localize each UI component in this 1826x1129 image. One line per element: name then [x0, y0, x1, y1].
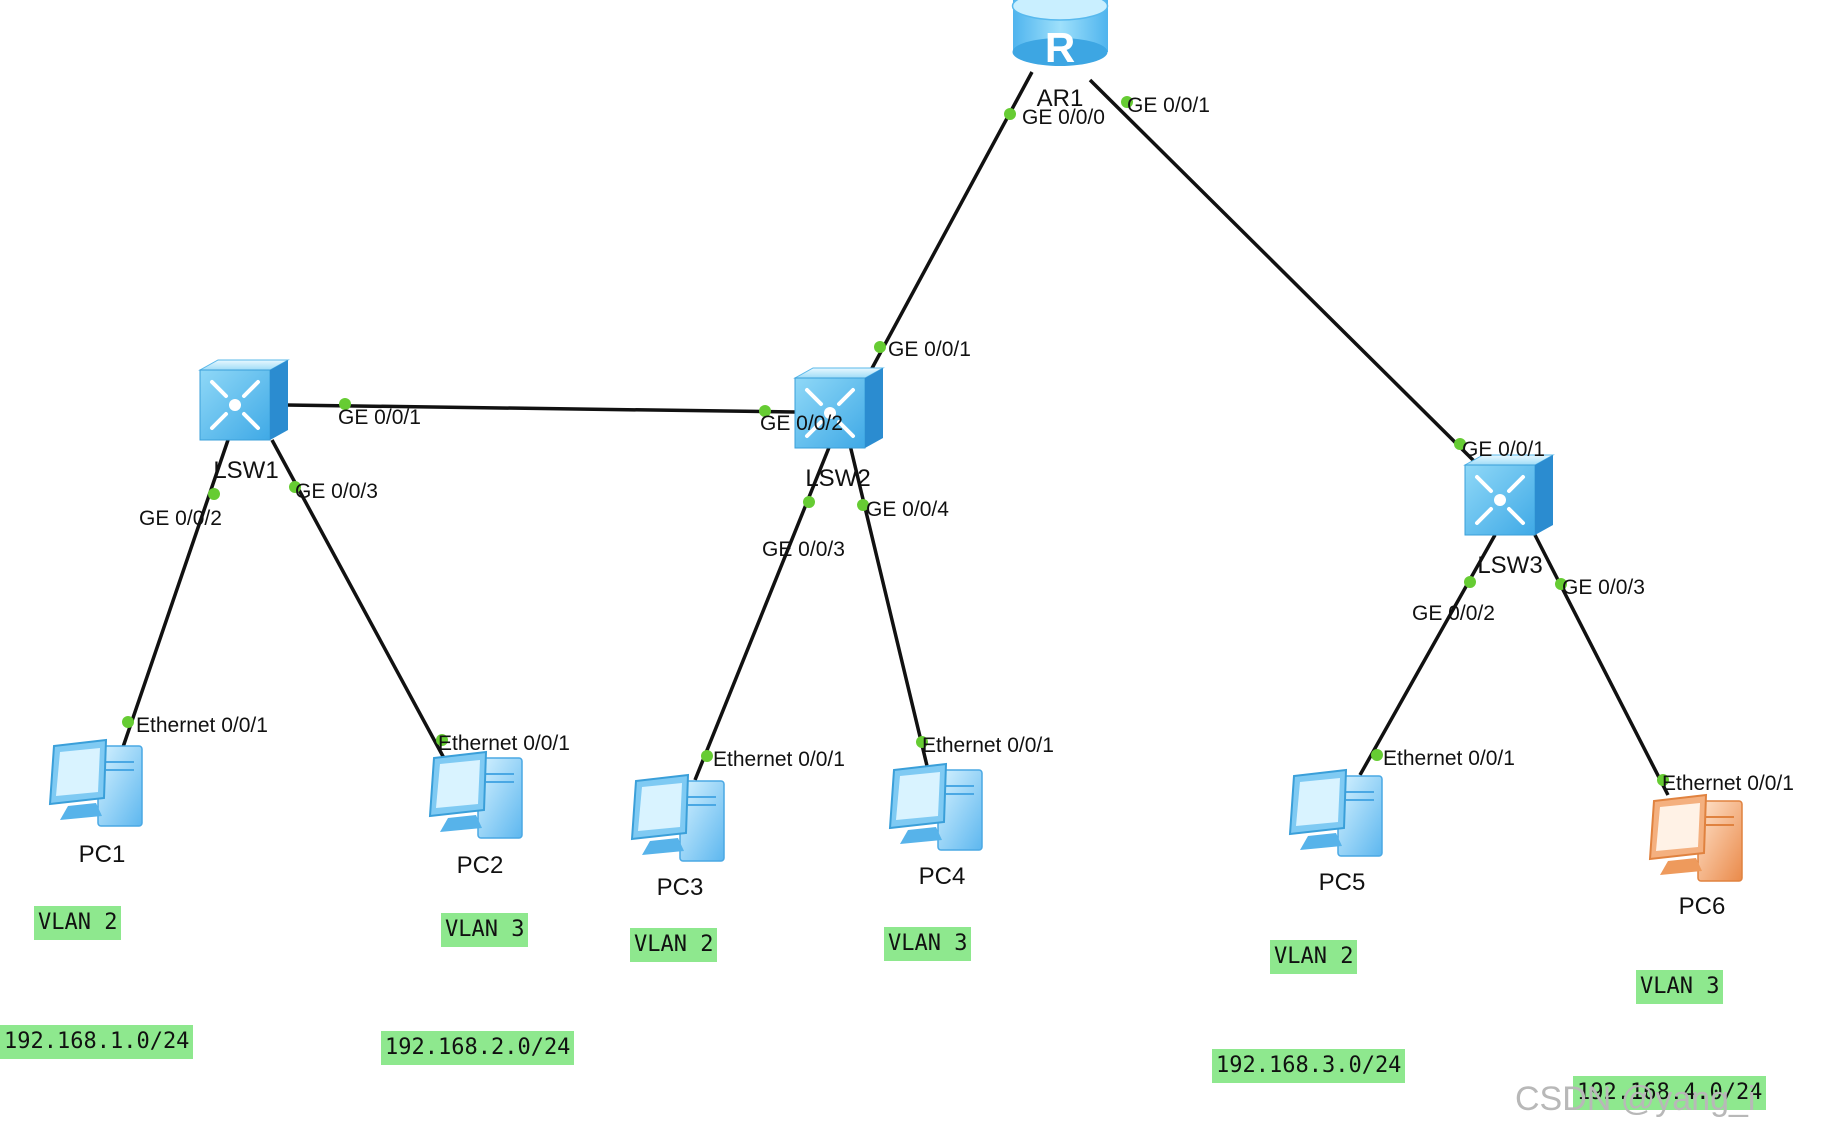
switch-icon — [198, 359, 290, 441]
port-label-lsw2-ge003: GE 0/0/3 — [762, 538, 845, 561]
port-label-lsw3-ge003: GE 0/0/3 — [1562, 576, 1645, 599]
switch-icon — [1463, 454, 1555, 536]
vlan-tag-pc6: VLAN 3 — [1636, 970, 1724, 1004]
port-dot-pc3-eth[interactable] — [701, 750, 713, 762]
switch-icon — [793, 367, 885, 449]
device-label-pc1: PC1 — [79, 841, 126, 868]
subnet-tag-1: 192.168.1.0/24 — [0, 1025, 194, 1059]
port-label-lsw2-ge004: GE 0/0/4 — [866, 498, 949, 521]
port-label-pc4-eth: Ethernet 0/0/1 — [922, 734, 1054, 757]
device-label-pc3: PC3 — [657, 874, 704, 901]
router-glyph: R — [1045, 24, 1075, 71]
router-ar1[interactable]: R AR1 — [1011, 0, 1109, 112]
device-label-pc2: PC2 — [457, 852, 504, 879]
port-dot-lsw2-ge003[interactable] — [803, 496, 815, 508]
watermark-text: CSDN @yang_i — [1515, 1080, 1756, 1118]
device-label-pc6: PC6 — [1679, 893, 1726, 920]
pc-pc1[interactable]: PC1 — [48, 738, 143, 868]
pc-pc6[interactable]: PC6 — [1648, 793, 1743, 920]
port-dot-lsw2-ge001[interactable] — [874, 341, 886, 353]
port-dot-lsw1-ge001[interactable] — [339, 398, 351, 410]
port-label-pc5-eth: Ethernet 0/0/1 — [1383, 747, 1515, 770]
port-label-lsw3-ge001: GE 0/0/1 — [1462, 438, 1545, 461]
link-lsw2-pc4[interactable] — [848, 444, 930, 771]
pc-icon — [48, 738, 143, 827]
port-label-lsw2-ge001: GE 0/0/1 — [888, 338, 971, 361]
switch-lsw2[interactable]: LSW2 — [793, 367, 885, 492]
port-label-pc6-eth: Ethernet 0/0/1 — [1662, 772, 1794, 795]
link-lsw3-pc5[interactable] — [1358, 534, 1497, 776]
link-lsw2-pc3[interactable] — [693, 444, 832, 781]
vlan-tag-pc5: VLAN 2 — [1270, 940, 1358, 974]
device-label-pc5: PC5 — [1319, 869, 1366, 896]
port-dot-ar1-ge001[interactable] — [1121, 96, 1133, 108]
port-dot-lsw3-ge002[interactable] — [1464, 576, 1476, 588]
pc-pc5[interactable]: PC5 — [1288, 768, 1383, 896]
port-dot-pc2-eth[interactable] — [436, 734, 448, 746]
port-dot-lsw1-ge003[interactable] — [289, 481, 301, 493]
device-label-lsw1: LSW1 — [213, 457, 278, 484]
port-dot-pc4-eth[interactable] — [916, 736, 928, 748]
port-label-lsw3-ge002: GE 0/0/2 — [1412, 602, 1495, 625]
port-label-pc2-eth: Ethernet 0/0/1 — [438, 732, 570, 755]
link-lsw1-pc1[interactable] — [120, 439, 230, 751]
device-label-lsw2: LSW2 — [805, 465, 870, 492]
port-label-lsw1-ge003: GE 0/0/3 — [295, 480, 378, 503]
pc-icon — [888, 762, 983, 851]
port-dots — [122, 96, 1669, 786]
switch-lsw3[interactable]: LSW3 — [1463, 454, 1555, 579]
link-lsw3-pc6[interactable] — [1533, 534, 1670, 796]
port-label-ar1-ge000: GE 0/0/0 — [1022, 106, 1105, 129]
subnet-tag-2: 192.168.2.0/24 — [381, 1031, 575, 1065]
port-dot-lsw3-ge001[interactable] — [1454, 438, 1466, 450]
switch-lsw1[interactable]: LSW1 — [198, 359, 290, 484]
subnet-tag-4: 192.168.4.0/24 — [1573, 1076, 1767, 1110]
device-label-ar1: AR1 — [1037, 85, 1084, 112]
link-lsw1-lsw2[interactable] — [285, 403, 796, 414]
port-label-lsw1-ge002: GE 0/0/2 — [139, 507, 222, 530]
vlan-tag-pc2: VLAN 3 — [441, 913, 529, 947]
router-icon: R — [1011, 0, 1109, 71]
port-dot-pc1-eth[interactable] — [122, 716, 134, 728]
port-dot-pc5-eth[interactable] — [1371, 749, 1383, 761]
port-dot-lsw2-ge002[interactable] — [759, 405, 771, 417]
device-label-lsw3: LSW3 — [1477, 552, 1542, 579]
vlan-tag-pc4: VLAN 3 — [884, 927, 972, 961]
port-labels: GE 0/0/0 GE 0/0/1 GE 0/0/1 GE 0/0/1 GE 0… — [136, 94, 1794, 795]
pc-pc4[interactable]: PC4 — [888, 762, 983, 890]
port-label-pc3-eth: Ethernet 0/0/1 — [713, 748, 845, 771]
pc-icon — [428, 750, 523, 839]
port-dot-lsw2-ge004[interactable] — [857, 499, 869, 511]
pc-icon — [630, 773, 725, 862]
port-dot-ar1-ge000[interactable] — [1004, 108, 1016, 120]
pc-pc3[interactable]: PC3 — [630, 773, 725, 901]
link-ar1-lsw3[interactable] — [1088, 78, 1477, 464]
port-label-lsw1-ge001: GE 0/0/1 — [338, 406, 421, 429]
vlan-tag-pc1: VLAN 2 — [34, 906, 122, 940]
pc-icon — [1288, 768, 1383, 857]
device-label-pc4: PC4 — [919, 863, 966, 890]
vlan-tag-pc3: VLAN 2 — [630, 928, 718, 962]
link-ar1-lsw2[interactable] — [868, 71, 1034, 373]
port-label-pc1-eth: Ethernet 0/0/1 — [136, 714, 268, 737]
port-dot-pc6-eth[interactable] — [1657, 774, 1669, 786]
link-lsw1-pc2[interactable] — [270, 439, 447, 761]
pc-pc2[interactable]: PC2 — [428, 750, 523, 879]
links — [120, 71, 1670, 796]
port-dot-lsw3-ge003[interactable] — [1555, 578, 1567, 590]
port-dot-lsw1-ge002[interactable] — [208, 488, 220, 500]
pc-icon — [1648, 793, 1743, 882]
port-label-ar1-ge001: GE 0/0/1 — [1127, 94, 1210, 117]
subnet-tag-3: 192.168.3.0/24 — [1212, 1049, 1406, 1083]
port-label-lsw2-ge002: GE 0/0/2 — [760, 412, 843, 435]
